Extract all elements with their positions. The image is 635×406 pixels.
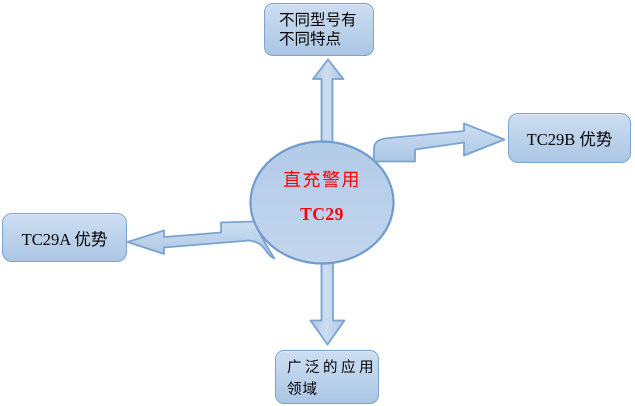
- node-top-line1: 不同型号有: [279, 12, 357, 29]
- node-right-label: TC29B 优势: [526, 130, 613, 149]
- node-bottom-line2: 领域: [287, 382, 318, 398]
- center-label: 直充警用 TC29: [252, 170, 392, 225]
- arrow-down: [309, 251, 346, 346]
- node-top: 不同型号有 不同特点: [264, 3, 374, 56]
- arrow-up: [312, 58, 345, 153]
- arrow-left-bent: [126, 220, 276, 260]
- node-bottom: 广泛的应用 领域: [275, 350, 379, 404]
- center-label-line1: 直充警用: [283, 170, 361, 190]
- center-circle: [249, 140, 395, 265]
- node-left: TC29A 优势: [2, 213, 127, 262]
- node-top-line2: 不同特点: [279, 31, 342, 48]
- node-left-label: TC29A 优势: [21, 229, 108, 249]
- node-bottom-line1: 广泛的应用: [287, 360, 377, 376]
- center-label-model: TC29: [300, 204, 344, 224]
- node-right: TC29B 优势: [508, 113, 631, 163]
- arrow-right-bent: [373, 122, 506, 163]
